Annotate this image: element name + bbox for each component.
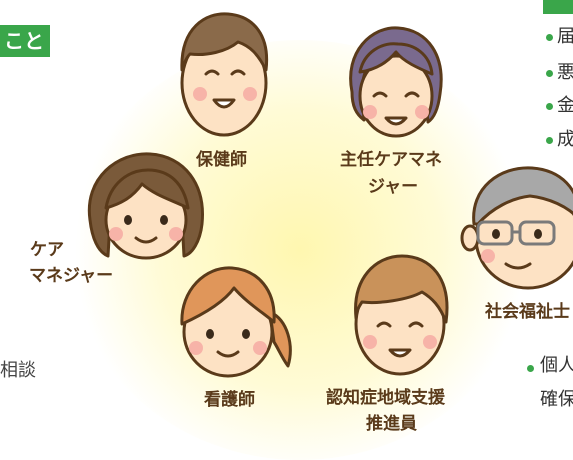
dementia-promoter-label-line2: 推進員 <box>366 414 417 434</box>
care-manager-label-line1: ケア <box>30 240 64 260</box>
bullet-text: 届 <box>557 26 573 47</box>
public-health-nurse-avatar <box>180 12 269 137</box>
bullet-dot <box>546 70 553 77</box>
nurse-avatar <box>180 266 292 378</box>
chief-care-manager-label-line1: 主任ケアマネ <box>340 150 442 170</box>
bullet-dot <box>546 137 553 144</box>
public-health-nurse-label: 保健師 <box>196 150 247 170</box>
bullet-dot <box>546 34 553 41</box>
bullet-text: 金 <box>557 95 573 116</box>
bullet-dot <box>546 103 553 110</box>
care-manager-avatar <box>87 152 204 260</box>
bullet-text: 個人 <box>540 355 573 376</box>
nurse-label: 看護師 <box>204 390 255 410</box>
social-worker-label: 社会福祉士 <box>485 302 570 322</box>
bullet-dot <box>527 365 534 372</box>
chief-care-manager-avatar <box>349 26 443 138</box>
bullet-text: 成 <box>557 129 573 150</box>
bullet-text: 確保 <box>540 389 573 410</box>
section-badge-left: こと <box>0 25 50 57</box>
bullet-text: 悪 <box>557 62 573 83</box>
chief-care-manager-label-line2: ジャー <box>368 177 419 197</box>
section-badge-right <box>543 0 573 14</box>
care-manager-label-line2: マネジャー <box>29 266 114 286</box>
left-edge-text: 相談 <box>0 360 36 381</box>
dementia-promoter-label-line1: 認知症地域支援 <box>326 388 445 408</box>
dementia-promoter-avatar <box>354 254 449 376</box>
social-worker-avatar <box>460 166 573 290</box>
